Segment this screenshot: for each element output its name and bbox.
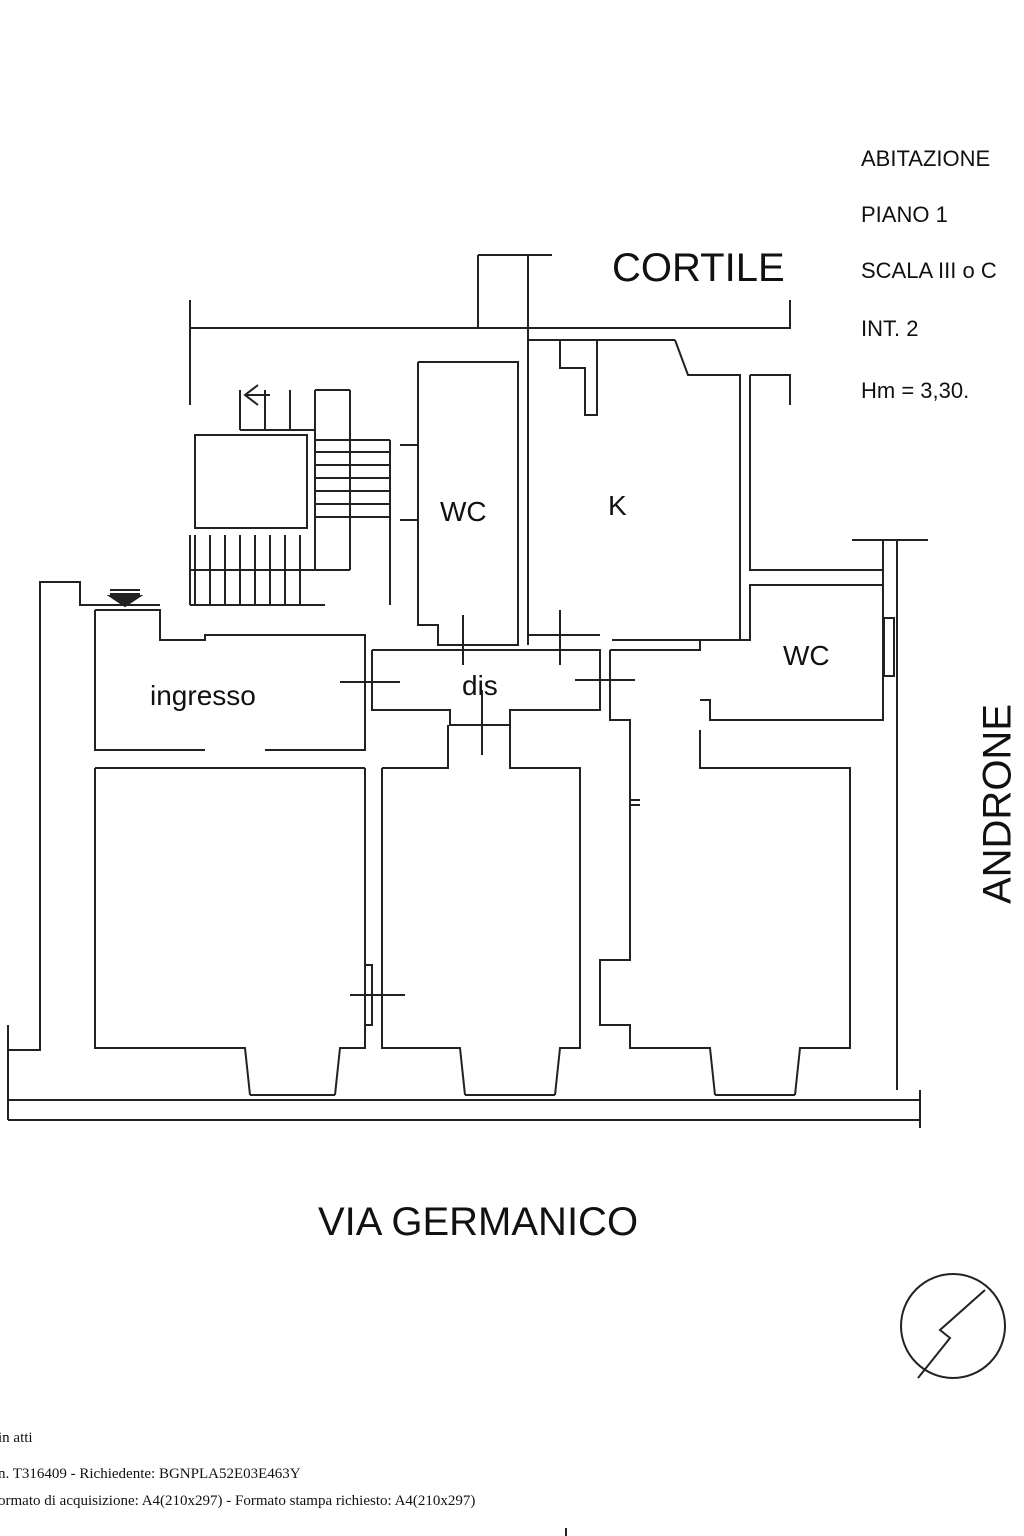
room-dis: dis — [462, 670, 498, 701]
footer-line-3: ormato di acquisizione: A4(210x297) - Fo… — [0, 1493, 476, 1509]
footer-line-2: n. T316409 - Richiedente: BGNPLA52E03E46… — [0, 1466, 301, 1482]
cortile-label: CORTILE — [612, 246, 785, 290]
kitchen-room — [528, 300, 883, 665]
north-arrow-icon — [900, 1273, 1006, 1379]
wc-right-room — [700, 584, 895, 721]
room-wc-left: WC — [440, 496, 487, 527]
outer-walls — [7, 539, 928, 1128]
info-scala: SCALA III o C — [861, 258, 997, 283]
room-ingresso: ingresso — [150, 680, 256, 711]
lower-rooms — [94, 725, 851, 1096]
info-piano: PIANO 1 — [861, 202, 948, 227]
footer-line-1: in atti — [0, 1430, 33, 1446]
androne-label: ANDRONE — [975, 703, 1020, 905]
street-label: VIA GERMANICO — [318, 1200, 639, 1244]
info-hm: Hm = 3,30. — [861, 378, 970, 403]
wc-left-room — [417, 361, 519, 665]
info-abitazione: ABITAZIONE — [861, 146, 991, 171]
info-int: INT. 2 — [861, 316, 919, 341]
room-wc-right: WC — [783, 640, 830, 671]
room-kitchen: K — [608, 490, 627, 521]
stairwell — [189, 254, 552, 645]
entry-arrow-icon — [106, 589, 144, 608]
